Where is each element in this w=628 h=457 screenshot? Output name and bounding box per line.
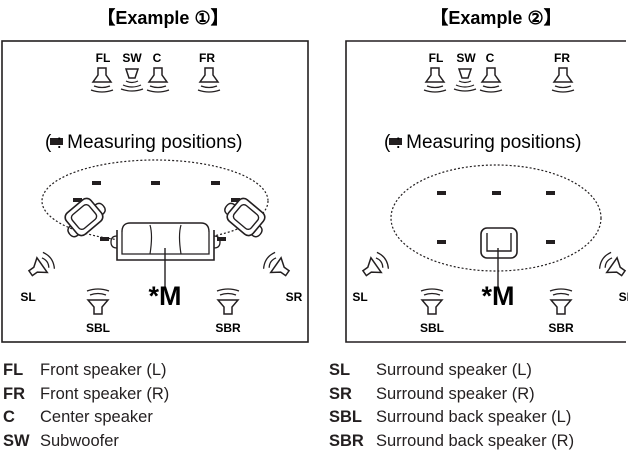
legend-item: FL Front speaker (L) <box>3 359 169 383</box>
legend-abbr: FR <box>3 384 25 403</box>
legend-text: Front speaker (L) <box>40 361 167 379</box>
legend-item: C Center speaker <box>3 406 169 430</box>
measuring-mark-icon <box>50 138 63 145</box>
surround-back-right-speaker-icon <box>549 288 573 315</box>
example-2-title: 【Example ②】 <box>430 8 561 28</box>
measuring-position <box>437 191 446 195</box>
measuring-mark-icon <box>389 138 402 145</box>
surround-left-speaker-icon <box>24 249 58 283</box>
measuring-position <box>100 237 109 241</box>
legend-right: SL Surround speaker (L) SR Surround speake… <box>329 359 574 453</box>
measuring-position <box>546 240 555 244</box>
legend-abbr: SBL <box>329 408 362 426</box>
measuring-position <box>92 181 101 185</box>
legend-abbr: C <box>3 408 15 426</box>
legend-text: Surround back speaker (L) <box>376 408 572 426</box>
sl-label: SL <box>352 290 367 304</box>
main-position-label: *M <box>482 281 515 311</box>
legend-abbr: SW <box>3 431 30 450</box>
sbl-label: SBL <box>420 321 444 335</box>
example-1-title: 【Example ①】 <box>97 8 228 28</box>
front-left-speaker-icon <box>90 67 114 93</box>
surround-back-right-speaker-icon <box>216 288 240 315</box>
example-2: 【Example ②】 FL SW C FR ( : Measuring pos… <box>345 8 628 343</box>
measuring-position <box>217 237 226 241</box>
legend-item: SW Subwoofer <box>3 430 169 454</box>
measuring-position <box>546 191 555 195</box>
measuring-note: ( : Measuring positions) <box>384 132 581 153</box>
surround-back-left-speaker-icon <box>420 288 444 315</box>
example-2-frame <box>345 40 626 343</box>
listening-area <box>41 159 269 243</box>
legend-text: Subwoofer <box>40 431 119 450</box>
sr-label: SR <box>286 290 303 304</box>
sl-label: SL <box>20 290 35 304</box>
surround-left-speaker-icon <box>358 249 392 283</box>
legend-item: SBL Surround back speaker (L) <box>329 406 574 430</box>
fl-label: FL <box>429 51 444 65</box>
front-right-speaker-icon <box>551 67 575 93</box>
sw-label: SW <box>122 51 142 65</box>
fl-label: FL <box>96 51 111 65</box>
example-1-frame <box>1 40 309 343</box>
surround-back-left-speaker-icon <box>86 288 110 315</box>
c-label: C <box>153 51 162 65</box>
legend-abbr: SL <box>329 361 351 379</box>
example-1: 【Example ①】 FL SW C FR ( : Measuring pos… <box>1 8 309 343</box>
legend-item: FR Front speaker (R) <box>3 383 169 407</box>
surround-right-speaker-icon <box>260 249 294 283</box>
measuring-note: ( : Measuring positions) <box>45 132 242 153</box>
legend-item: SR Surround speaker (R) <box>329 383 574 407</box>
measuring-position <box>73 198 82 202</box>
fr-label: FR <box>199 51 215 65</box>
armchair-icon <box>480 227 518 259</box>
surround-right-speaker-icon <box>596 249 628 283</box>
legend-text: Surround speaker (R) <box>376 384 535 403</box>
sr-label: SR <box>619 290 628 304</box>
legend-text: Center speaker <box>40 408 153 426</box>
legend-abbr: SBR <box>329 431 364 450</box>
legend-item: SBR Surround back speaker (R) <box>329 430 574 454</box>
front-left-speaker-icon <box>423 67 447 93</box>
legend-text: Surround speaker (L) <box>376 361 532 379</box>
sw-label: SW <box>456 51 476 65</box>
measuring-position <box>231 198 240 202</box>
center-speaker-icon <box>146 67 170 93</box>
main-position-label: *M <box>149 281 182 311</box>
legend-text: Surround back speaker (R) <box>376 431 575 450</box>
subwoofer-icon <box>120 68 144 92</box>
measuring-position <box>151 181 160 185</box>
center-speaker-icon <box>479 67 503 93</box>
measuring-position <box>492 191 501 195</box>
front-right-speaker-icon <box>197 67 221 93</box>
armchair-left-icon <box>57 191 111 243</box>
legend-text: Front speaker (R) <box>40 384 170 403</box>
measuring-position <box>437 240 446 244</box>
sbr-label: SBR <box>548 321 574 335</box>
listening-area <box>390 164 602 272</box>
sbr-label: SBR <box>215 321 241 335</box>
legend-abbr: FL <box>3 361 24 379</box>
measuring-position <box>211 181 220 185</box>
armchair-right-icon <box>219 191 273 243</box>
legend-item: SL Surround speaker (L) <box>329 359 574 383</box>
sbl-label: SBL <box>86 321 110 335</box>
subwoofer-icon <box>453 68 477 92</box>
fr-label: FR <box>554 51 570 65</box>
c-label: C <box>486 51 495 65</box>
legend-abbr: SR <box>329 384 352 403</box>
